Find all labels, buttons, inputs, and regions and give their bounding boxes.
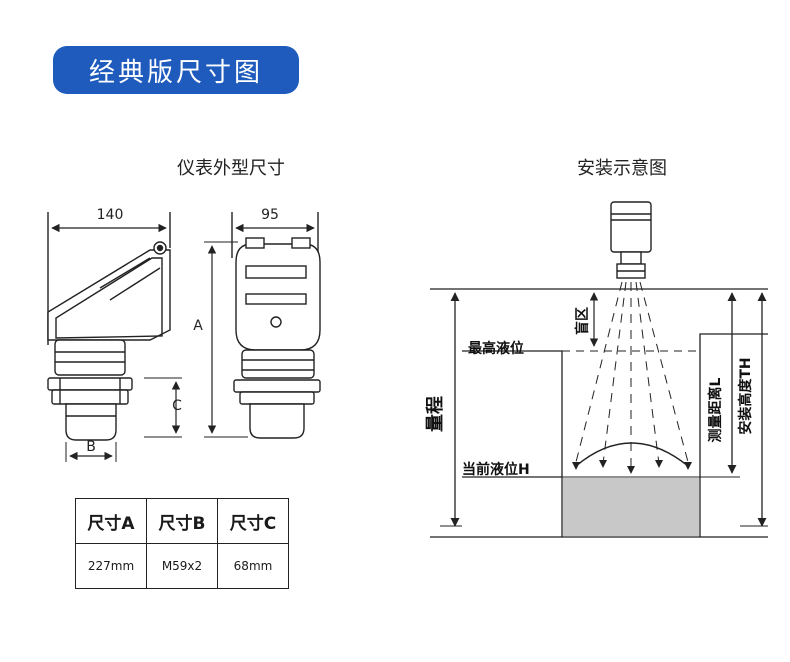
side-view-device (47, 212, 171, 441)
dim-95-label: 95 (261, 207, 279, 223)
measure-distance-label: 测量距离L (707, 377, 724, 442)
spec-table-header-row: 尺寸A 尺寸B 尺寸C (75, 498, 289, 544)
range-label: 量程 (424, 396, 446, 432)
spec-value-c: 68mm (217, 543, 289, 589)
dim-c: C (144, 377, 182, 438)
title-badge: 经典版尺寸图 (53, 46, 299, 94)
dim-a-label: A (193, 318, 203, 334)
liquid (563, 478, 699, 536)
install-height-label: 安装高度TH (737, 357, 754, 434)
front-view-device (231, 212, 321, 439)
dim-a: A (193, 241, 248, 438)
dim-140-label: 140 (97, 207, 124, 223)
dim-140: 140 (51, 207, 167, 233)
install-section-title: 安装示意图 (577, 158, 667, 179)
dim-b: B (65, 439, 117, 462)
dim-b-label: B (86, 439, 96, 455)
spec-table: 尺寸A 尺寸B 尺寸C 227mm M59x2 68mm (75, 498, 289, 589)
spec-header-c: 尺寸C (217, 498, 289, 544)
spec-header-b: 尺寸B (146, 498, 218, 544)
dim-c-label: C (172, 398, 182, 414)
dim-95: 95 (235, 207, 315, 233)
dimension-section-title: 仪表外型尺寸 (177, 158, 285, 179)
spec-value-b: M59x2 (146, 543, 218, 589)
spec-table-value-row: 227mm M59x2 68mm (75, 543, 289, 589)
page-title: 经典版尺寸图 (88, 57, 263, 88)
installed-sensor (610, 201, 652, 279)
current-level-label: 当前液位H (462, 461, 530, 478)
spec-header-a: 尺寸A (75, 498, 147, 544)
spec-value-a: 227mm (75, 543, 147, 589)
installation-diagram: 盲区 最高液位 当前液位H 量程 测量距离L 安装高度TH (424, 201, 768, 538)
max-level-label: 最高液位 (468, 340, 524, 357)
blind-zone-label: 盲区 (574, 307, 591, 335)
